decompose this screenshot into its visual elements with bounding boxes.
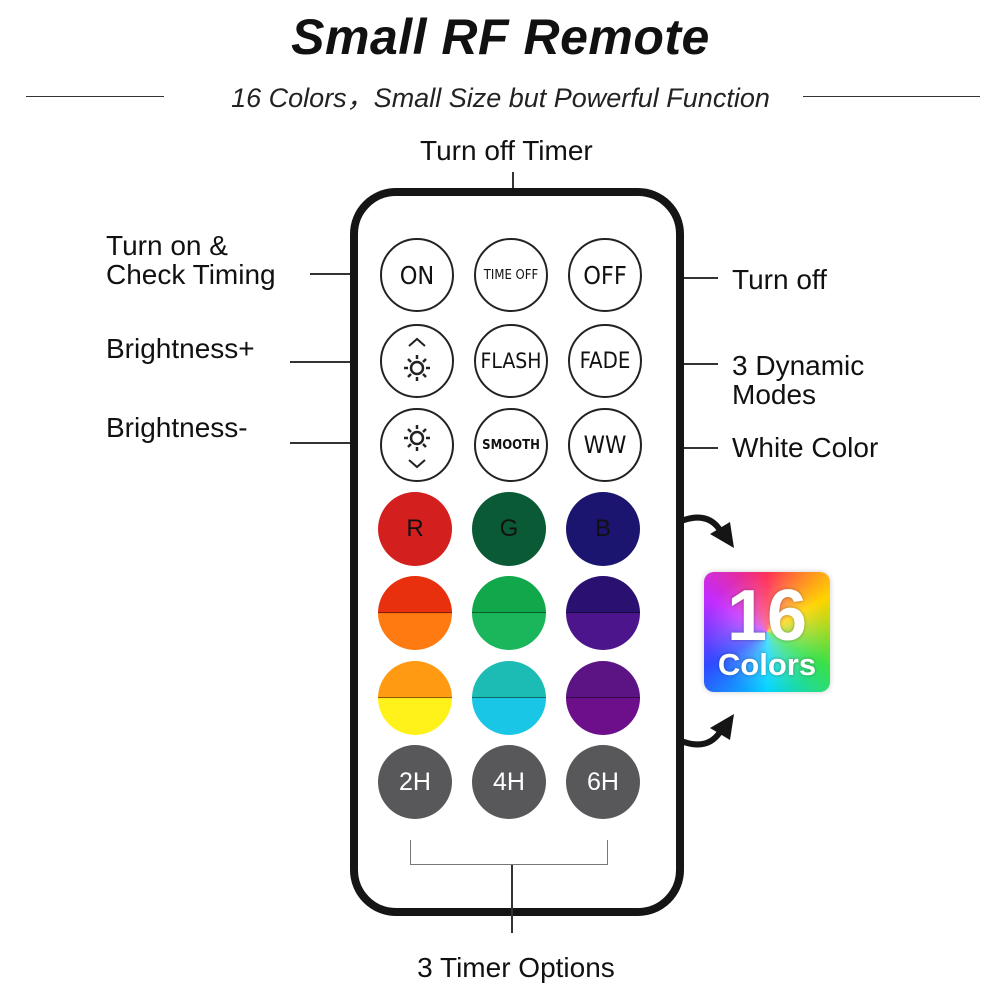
color-button-yellow[interactable] [378, 661, 452, 735]
red-button-label: R [406, 515, 424, 542]
leader-brightness-minus [290, 442, 408, 444]
subtitle-divider-left [26, 96, 164, 97]
label-brightness-minus: Brightness- [106, 412, 248, 443]
color-button-orange-red[interactable] [378, 576, 452, 650]
label-turn-on-line2: Check Timing [106, 259, 276, 290]
leader-timer-options [511, 865, 513, 933]
off-button[interactable]: OFF [568, 238, 642, 312]
off-button-label: OFF [583, 260, 627, 290]
smooth-button-label: SMOOTH [482, 437, 540, 453]
time-off-button-label: TIME OFF [483, 267, 539, 283]
on-button-label: ON [399, 260, 435, 290]
smooth-button[interactable]: SMOOTH [474, 408, 548, 482]
label-dynamic-line1: 3 Dynamic [732, 350, 865, 381]
color-button-purple[interactable] [566, 661, 640, 735]
label-turn-off: Turn off [732, 264, 827, 295]
red-button[interactable]: R [378, 492, 452, 566]
fade-button-label: FADE [579, 348, 631, 374]
sun-up-icon [404, 337, 430, 381]
page-subtitle: 16 Colors，Small Size but Powerful Functi… [231, 83, 770, 113]
time-off-button[interactable]: TIME OFF [474, 238, 548, 312]
sun-down-icon [404, 425, 430, 469]
timer-bracket [410, 840, 608, 865]
color-button-indigo[interactable] [566, 576, 640, 650]
brightness-down-button[interactable] [380, 408, 454, 482]
ww-button[interactable]: WW [568, 408, 642, 482]
ww-button-label: WW [583, 431, 627, 459]
green-button[interactable]: G [472, 492, 546, 566]
badge-number: 16 [726, 576, 808, 656]
brightness-up-button[interactable] [380, 324, 454, 398]
label-brightness-plus: Brightness+ [106, 333, 255, 364]
badge-word: Colors [717, 647, 817, 682]
timer-2h-button[interactable]: 2H [378, 745, 452, 819]
timer-6h-label: 6H [587, 767, 619, 796]
label-turn-off-timer: Turn off Timer [420, 135, 593, 166]
leader-brightness-plus [290, 361, 408, 363]
timer-6h-button[interactable]: 6H [566, 745, 640, 819]
on-button[interactable]: ON [380, 238, 454, 312]
label-white-color: White Color [732, 432, 879, 463]
curved-arrow-up-icon [681, 714, 734, 748]
blue-button-label: B [594, 515, 611, 542]
flash-button-label: FLASH [480, 349, 542, 373]
label-dynamic-line2: Modes [732, 379, 817, 410]
color-button-light-green[interactable] [472, 576, 546, 650]
flash-button[interactable]: FLASH [474, 324, 548, 398]
color-button-cyan[interactable] [472, 661, 546, 735]
sixteen-colors-badge: 16 Colors [704, 572, 830, 692]
label-timer-options: 3 Timer Options [417, 952, 615, 983]
timer-4h-label: 4H [493, 767, 525, 796]
curved-arrow-down-icon [681, 514, 734, 548]
subtitle-divider-right [803, 96, 980, 97]
fade-button[interactable]: FADE [568, 324, 642, 398]
timer-4h-button[interactable]: 4H [472, 745, 546, 819]
timer-2h-label: 2H [399, 767, 431, 796]
green-button-label: G [499, 515, 519, 542]
page-title: Small RF Remote [291, 9, 710, 65]
label-turn-on-line1: Turn on & [106, 230, 228, 261]
blue-button[interactable]: B [566, 492, 640, 566]
